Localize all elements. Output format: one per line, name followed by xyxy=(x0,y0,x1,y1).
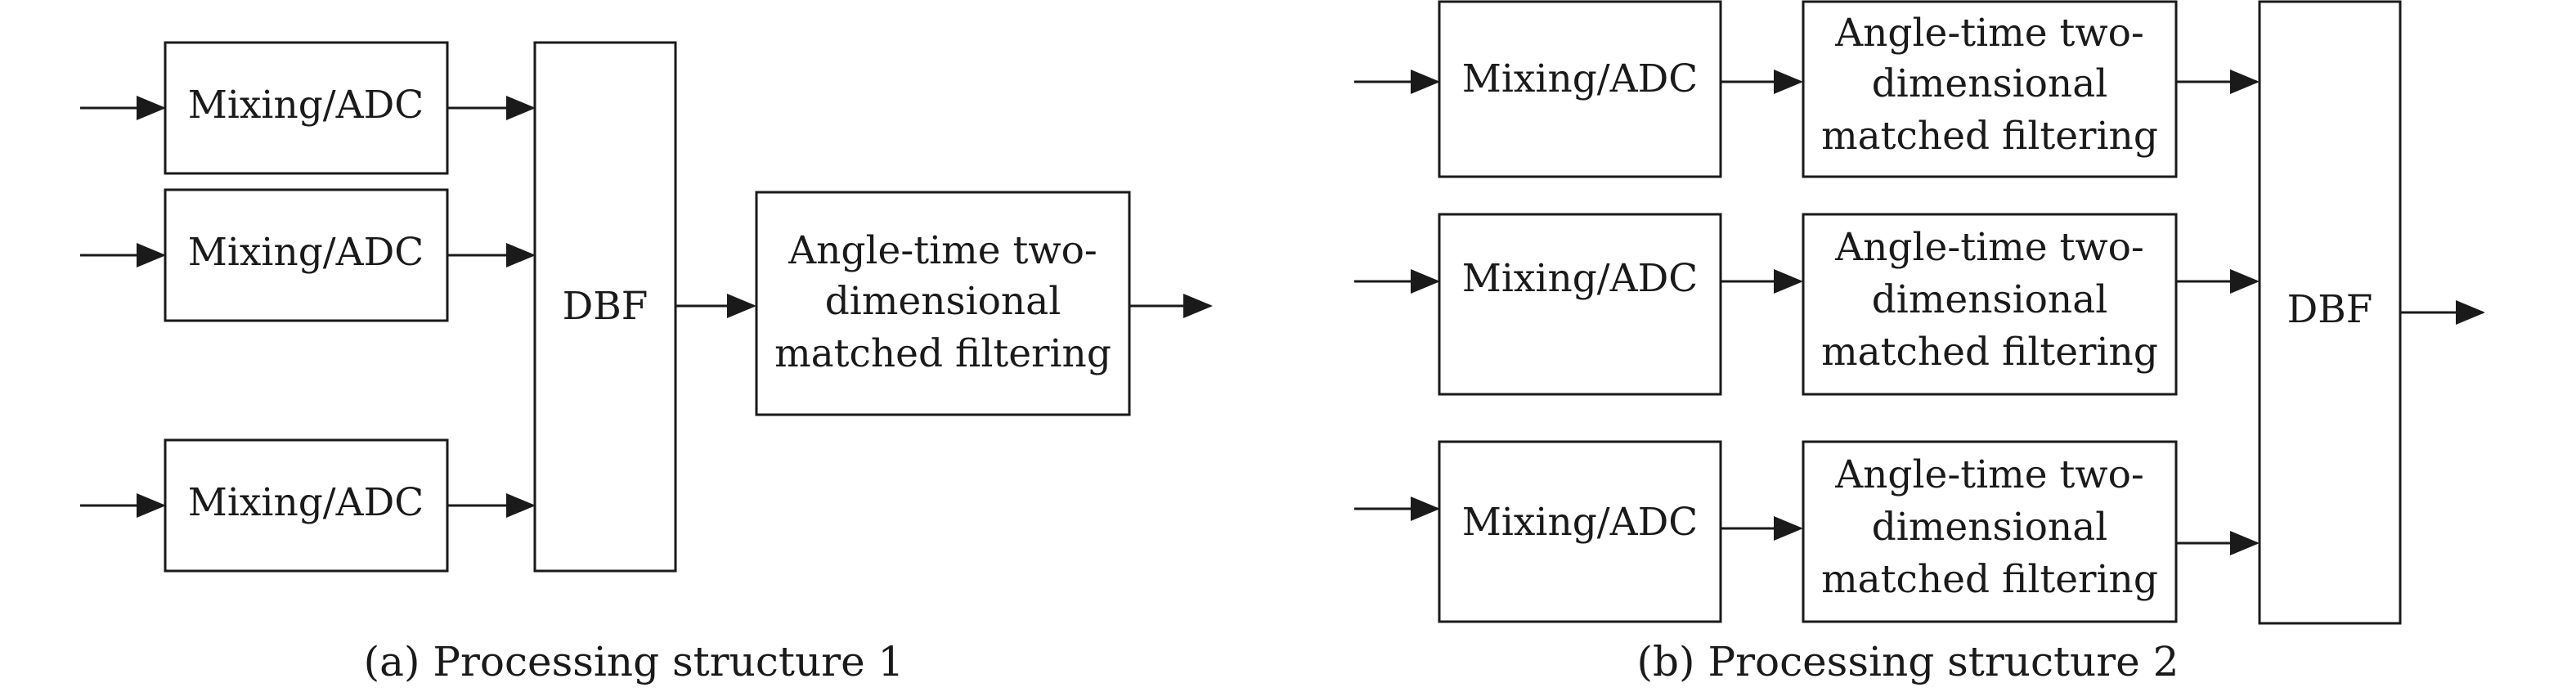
panel-a-caption: (a) Processing structure 1 xyxy=(364,638,904,685)
panel-b-filter-2-label-line-3: matched filtering xyxy=(1821,330,2158,375)
panel-b-mixing-adc-box-2 xyxy=(1438,213,1722,396)
panel-a-mixing-adc-label-3: Mixing/ADC xyxy=(188,480,424,525)
panel-a-filter-box xyxy=(755,191,1131,416)
panel-b-filter-1-label-line-1: Angle-time two- xyxy=(1834,11,2144,56)
panel-b-mixing-adc-box-1 xyxy=(1438,0,1722,178)
panel-b-caption: (b) Processing structure 2 xyxy=(1637,638,2179,685)
panel-b-dbf-box xyxy=(2258,0,2402,625)
panel-a-filter-label-line-1: Angle-time two- xyxy=(788,228,1097,273)
panel-a-mixing-adc-box-1 xyxy=(164,41,449,175)
panel-b-mixing-adc-label-2: Mixing/ADC xyxy=(1462,256,1698,301)
panel-a-filter-label-line-3: matched filtering xyxy=(774,331,1111,376)
panel-b-filter-2-label-line-2: dimensional xyxy=(1872,277,2108,322)
panel-b-filter-box-3 xyxy=(1802,440,2178,623)
panel-a-mixing-adc-label-1: Mixing/ADC xyxy=(188,83,424,128)
panel-b-filter-1-label-line-3: matched filtering xyxy=(1821,114,2158,159)
panel-b-mixing-adc-label-1: Mixing/ADC xyxy=(1462,56,1698,101)
panel-b-filter-2-label-line-1: Angle-time two- xyxy=(1834,225,2144,270)
panel-b: Mixing/ADC Angle-time two- dimensional m… xyxy=(1354,0,2485,685)
panel-a-mixing-adc-label-2: Mixing/ADC xyxy=(188,230,424,275)
panel-b-filter-box-2 xyxy=(1802,213,2178,396)
panel-a-mixing-adc-box-2 xyxy=(164,188,449,322)
panel-b-filter-3-label-line-1: Angle-time two- xyxy=(1834,452,2144,497)
panel-b-filter-3-label-line-3: matched filtering xyxy=(1821,557,2158,602)
panel-b-filter-3-label-line-2: dimensional xyxy=(1872,505,2108,550)
panel-b-mixing-adc-box-3 xyxy=(1438,440,1722,623)
panel-a-mixing-adc-box-3 xyxy=(164,438,449,573)
panel-a-dbf-label: DBF xyxy=(563,284,648,329)
panel-a-dbf-box xyxy=(533,41,677,573)
panel-b-filter-box-1 xyxy=(1802,0,2178,178)
panel-b-filter-1-label-line-2: dimensional xyxy=(1872,61,2108,106)
panel-a-filter-label-line-2: dimensional xyxy=(825,279,1061,324)
panel-b-mixing-adc-label-3: Mixing/ADC xyxy=(1462,500,1698,545)
panel-b-dbf-label: DBF xyxy=(2287,287,2373,332)
panel-a: Mixing/ADC Mixing/ADC Mixing/ADC DBF Ang… xyxy=(80,41,1213,685)
